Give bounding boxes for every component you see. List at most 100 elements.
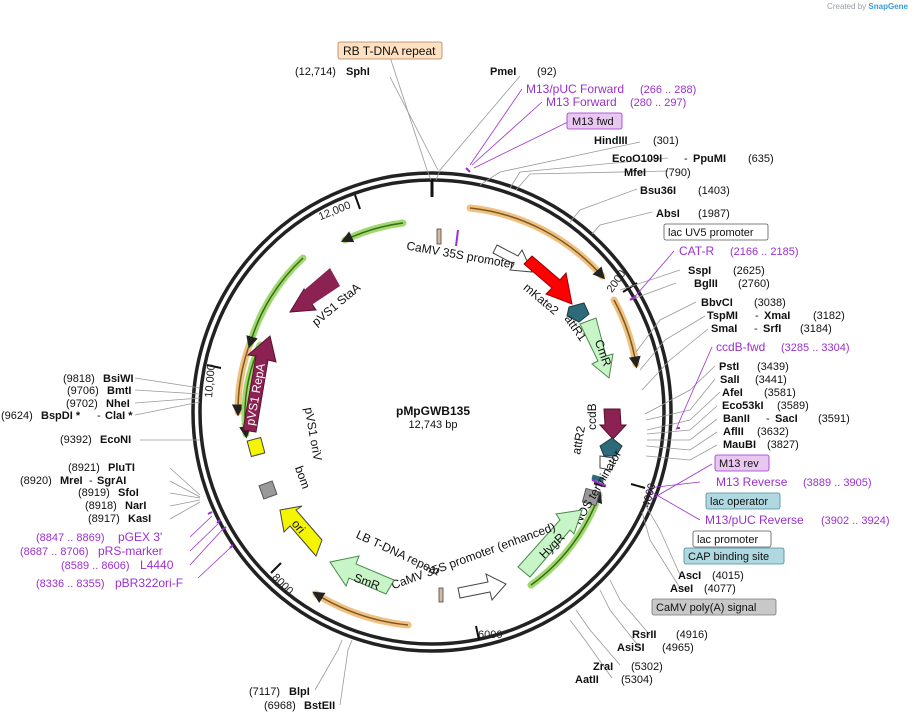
tick-10000: 10,000 — [203, 364, 218, 399]
ppumi-name: PpuMI — [693, 153, 726, 165]
small-white-arrow-feature — [599, 455, 615, 471]
sfoi-name: SfoI — [118, 487, 139, 499]
primer-leader-lines — [189, 88, 713, 579]
banii-sep: - — [766, 413, 770, 425]
ccdb-feature: ccdB — [585, 403, 628, 440]
mfei-name: MfeI — [624, 167, 646, 179]
asei-pos: (4077) — [704, 583, 736, 595]
asisi-pos: (4965) — [662, 642, 694, 654]
pbr322ori-f-pos: (8336 .. 8355) — [36, 578, 105, 590]
pgex3-pos: (8847 .. 8869) — [36, 532, 105, 544]
m13-rev-box: M13 rev — [714, 454, 770, 472]
sfoi-pos: (8919) — [78, 487, 110, 499]
sgrai-name: SgrAI — [97, 475, 126, 487]
rb-t-dna-label: RB T-DNA repeat — [343, 44, 436, 58]
smai-name: SmaI — [711, 323, 737, 335]
m13-fwd-pos: (280 .. 297) — [630, 97, 686, 109]
tick-8000: 8000 — [270, 572, 296, 598]
smai-sep: - — [754, 323, 758, 335]
bspdi-sep: - — [97, 410, 101, 422]
rb-t-dna-marker — [436, 228, 442, 245]
nari-pos: (8918) — [85, 500, 117, 512]
lac-promoter-label: lac promoter — [697, 534, 758, 546]
sspi-name: SspI — [688, 265, 711, 277]
l4440-pos: (8589 .. 8606) — [61, 560, 130, 572]
asisi-name: AsiSI — [617, 642, 645, 654]
right-labels: HindIII (301) EcoO109I - PpuMI (635) Mfe… — [575, 135, 890, 686]
mrei-pos: (8920) — [20, 475, 52, 487]
cmr-feature: CmR — [579, 317, 614, 379]
psti-name: PstI — [719, 361, 739, 373]
kasi-pos: (8917) — [88, 513, 120, 525]
bbvci-pos: (3038) — [754, 297, 786, 309]
bsu36i-name: Bsu36I — [640, 185, 676, 197]
aatii-pos: (5304) — [621, 674, 653, 686]
bbvci-name: BbvCI — [701, 297, 733, 309]
econi-name: EcoNI — [100, 434, 131, 446]
cap-binding-site-box: CAP binding site — [683, 547, 785, 565]
bsteii-name: BstEII — [304, 700, 335, 712]
pluti-pos: (8921) — [68, 462, 100, 474]
prs-marker-pos: (8687 .. 8706) — [20, 546, 89, 558]
plasmid-size: 12,743 bp — [409, 419, 458, 431]
smr-feature: SmR — [329, 555, 395, 595]
ccdb-label: ccdB — [585, 403, 599, 430]
m13-rev-box-label: M13 rev — [719, 458, 759, 470]
afei-pos: (3581) — [764, 387, 796, 399]
nari-name: NarI — [125, 500, 146, 512]
m13-fwd-box: M13 fwd — [566, 112, 623, 130]
aflii-pos: (3632) — [757, 426, 789, 438]
attr2-feature: attR2 — [569, 425, 623, 457]
leader-lines — [134, 56, 721, 706]
bom-label: bom — [292, 464, 313, 491]
srfi-name: SrfI — [763, 323, 781, 335]
lb-t-dna-feature: LB T-DNA repeat — [354, 527, 444, 603]
camv-35s-promoter-feature: CaMV 35S promoter — [405, 239, 533, 273]
m13puc-reverse-name: M13/pUC Reverse — [705, 513, 804, 527]
bsiwi-name: BsiWI — [103, 373, 134, 385]
nhei-pos: (9702) — [66, 398, 98, 410]
l4440-name: L4440 — [140, 558, 174, 572]
bsteii-pos: (6968) — [264, 700, 296, 712]
hindiii-name: HindIII — [594, 135, 628, 147]
bsiwi-pos: (9818) — [63, 373, 95, 385]
bspdi-name: BspDI * — [41, 410, 81, 422]
bglii-name: BglII — [694, 278, 718, 290]
bspdi-pos: (9624) — [1, 410, 33, 422]
pbr322ori-f-name: pBR322ori-F — [115, 576, 183, 590]
mrei-name: MreI — [60, 475, 83, 487]
zrai-name: ZraI — [593, 661, 613, 673]
lac-promoter-box: lac promoter — [692, 530, 772, 548]
banii-pos: (3591) — [818, 413, 850, 425]
m13puc-reverse-pos: (3902 .. 3924) — [821, 515, 890, 527]
blpi-name: BlpI — [289, 686, 310, 698]
camv-polya-box: CaMV poly(A) signal — [651, 598, 777, 616]
m13-fwd-name: M13 Forward — [546, 95, 617, 109]
asei-name: AseI — [670, 583, 693, 595]
xmai-name: XmaI — [764, 310, 790, 322]
mfei-pos: (790) — [665, 167, 691, 179]
plasmid-name: pMpGWB135 — [396, 404, 470, 418]
ori-feature: ori — [279, 505, 323, 557]
zrai-pos: (5302) — [631, 661, 663, 673]
ccdb-fwd-name: ccdB-fwd — [716, 340, 765, 354]
prs-marker-name: pRS-marker — [98, 544, 163, 558]
absi-pos: (1987) — [698, 208, 730, 220]
hindiii-pos: (301) — [653, 135, 679, 147]
blpi-pos: (7117) — [249, 686, 280, 698]
maubi-pos: (3827) — [767, 439, 799, 451]
ecoo109i-sep: - — [684, 153, 688, 165]
maubi-name: MauBI — [723, 439, 756, 451]
bom-feature: bom — [258, 464, 313, 500]
ccdb-fwd-pos: (3285 .. 3304) — [781, 342, 850, 354]
bmti-name: BmtI — [107, 385, 131, 397]
eco53ki-pos: (3589) — [777, 400, 809, 412]
sspi-pos: (2625) — [733, 265, 765, 277]
bottom-labels: (7117) BlpI (6968) BstEII — [249, 686, 335, 712]
pluti-name: PluTI — [108, 462, 135, 474]
ecoo109i-name: EcoO109I — [612, 153, 662, 165]
sphi-name: SphI — [346, 66, 370, 78]
m13-fwd-box-label: M13 fwd — [572, 116, 614, 128]
sali-name: SalI — [720, 374, 740, 386]
psti-pos: (3439) — [757, 361, 789, 373]
